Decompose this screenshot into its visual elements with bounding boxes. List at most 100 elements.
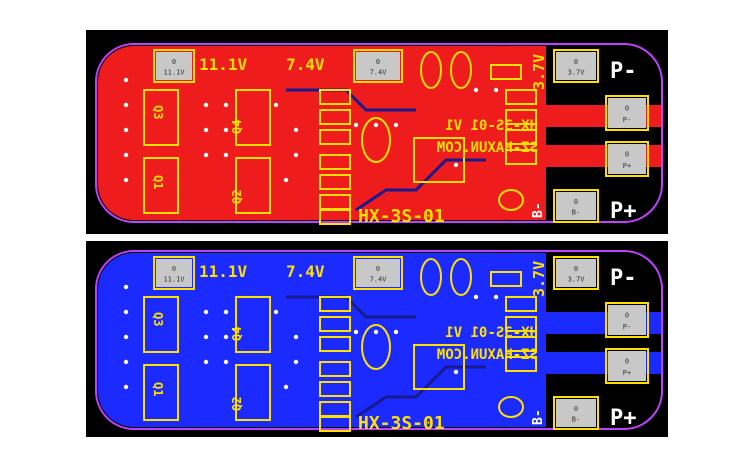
label-b-minus: B- (531, 409, 546, 425)
pad-7-4v-label-bottom: 7.4V (370, 68, 388, 76)
mosfet-q1-outline (143, 364, 179, 421)
cap-2 (505, 316, 537, 332)
cap-4 (505, 356, 537, 372)
pad-7-4v-label-top: 0 (376, 58, 380, 66)
label-q2: Q2 (230, 397, 244, 411)
crystal-outline (361, 324, 391, 370)
round-pad-outline (498, 396, 524, 418)
via-17 (393, 122, 399, 128)
pad-11v (156, 259, 192, 287)
pad-7-4v (356, 52, 400, 80)
pad-3-7v (556, 52, 596, 80)
via-20 (493, 294, 499, 300)
cap-3 (505, 336, 537, 352)
label-3-7v: 3.7V (530, 261, 548, 297)
via-1 (123, 309, 129, 315)
mosfet-q2-outline (235, 157, 271, 214)
via-16 (373, 122, 379, 128)
ic-chip-outline (413, 137, 465, 183)
via-1 (123, 102, 129, 108)
signal-trace-1 (355, 158, 486, 212)
resistor-3 (319, 361, 351, 377)
resistor-0 (319, 296, 351, 312)
cap-0 (490, 64, 522, 80)
resistor-6 (319, 209, 351, 225)
cap-1 (505, 296, 537, 312)
resistor-0 (319, 89, 351, 105)
pad-11v-label-top: 0 (172, 265, 176, 273)
cap-0 (490, 271, 522, 287)
label-q3: Q3 (151, 105, 165, 119)
via-19 (473, 294, 479, 300)
via-10 (223, 359, 229, 365)
pad-7-4v-outline (353, 256, 403, 290)
via-0 (123, 77, 129, 83)
pad-11v-outline (153, 49, 195, 83)
label-q3: Q3 (151, 312, 165, 326)
cap-2 (505, 109, 537, 125)
pad-3-7v-label-bottom: 3.7V (568, 68, 586, 76)
via-14 (283, 177, 289, 183)
label-p-plus: P+ (610, 406, 637, 431)
mosfet-q3-outline (143, 296, 179, 353)
via-3 (123, 359, 129, 365)
via-20 (493, 87, 499, 93)
mosfet-q1-outline (143, 157, 179, 214)
pad-3-7v-label-bottom: 3.7V (568, 275, 586, 283)
via-15 (353, 122, 359, 128)
label-7-4v: 7.4V (286, 55, 325, 74)
mosfet-q4-outline (235, 89, 271, 146)
via-16 (373, 329, 379, 335)
signal-trace-2 (286, 295, 416, 319)
label-model: HX-3S-01 (358, 206, 445, 227)
label-11-1v: 11.1V (199, 262, 248, 281)
pad-pplus-outline (605, 141, 649, 177)
pad-pminus (608, 305, 646, 335)
resistor-2 (319, 336, 351, 352)
via-18 (453, 162, 459, 168)
cap-1 (505, 89, 537, 105)
via-11 (273, 309, 279, 315)
signal-trace-2 (286, 88, 416, 112)
via-11 (273, 102, 279, 108)
pad-3-7v-label-top: 0 (574, 265, 578, 273)
via-13 (293, 152, 299, 158)
inductor2-outline (450, 258, 472, 296)
via-10 (223, 152, 229, 158)
via-17 (393, 329, 399, 335)
board-outline (95, 43, 663, 223)
pad-pminus-label-bottom: P- (623, 323, 631, 331)
resistor-1 (319, 109, 351, 125)
pad-bminus-outline (553, 189, 599, 223)
resistor-4 (319, 174, 351, 190)
mosfet-q2-outline (235, 364, 271, 421)
label-q4: Q4 (230, 327, 244, 341)
pad-bminus-label-bottom: B- (572, 208, 580, 216)
via-12 (293, 334, 299, 340)
label-q2: Q2 (230, 190, 244, 204)
label-p-plus: P+ (610, 199, 637, 224)
pad-pplus-label-top: 0 (625, 358, 629, 366)
label-3-7v: 3.7V (530, 54, 548, 90)
mosfet-q3-outline (143, 89, 179, 146)
label-brand-line2: SZ-HAXUN.COM (437, 140, 538, 156)
signal-trace-1 (355, 365, 486, 419)
via-2 (123, 127, 129, 133)
via-6 (203, 127, 209, 133)
pad-7-4v-label-top: 0 (376, 265, 380, 273)
via-6 (203, 334, 209, 340)
pad-pminus-label-bottom: P- (623, 116, 631, 124)
inductor-outline (420, 51, 442, 89)
label-b-minus: B- (531, 202, 546, 218)
pad-bminus (556, 192, 596, 220)
pad-7-4v-label-bottom: 7.4V (370, 275, 388, 283)
pad-3-7v-outline (553, 256, 599, 290)
via-5 (203, 309, 209, 315)
label-q1: Q1 (151, 382, 165, 396)
pad-bminus-label-top: 0 (574, 405, 578, 413)
